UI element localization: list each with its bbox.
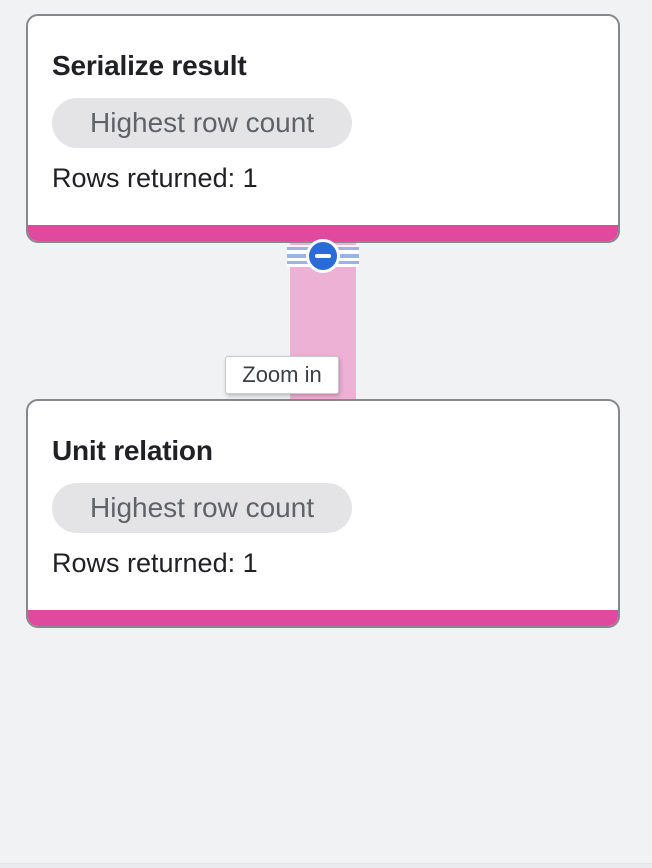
rows-returned-label: Rows returned: 1 — [52, 548, 258, 578]
plan-node-unit-relation[interactable]: Unit relation Highest row count Rows ret… — [26, 399, 620, 628]
zoom-in-tooltip: Zoom in — [225, 356, 339, 394]
node-accent-bar — [28, 610, 618, 626]
plan-node-serialize-result[interactable]: Serialize result Highest row count Rows … — [26, 14, 620, 243]
highest-row-count-badge: Highest row count — [52, 483, 353, 533]
node-title: Serialize result — [52, 50, 247, 81]
node-title: Unit relation — [52, 435, 213, 466]
node-accent-bar — [28, 225, 618, 241]
minus-icon — [315, 254, 331, 258]
collapse-node-button[interactable] — [306, 239, 340, 273]
highest-row-count-badge: Highest row count — [52, 98, 353, 148]
window-bottom-edge — [0, 863, 652, 868]
rows-returned-label: Rows returned: 1 — [52, 163, 258, 193]
